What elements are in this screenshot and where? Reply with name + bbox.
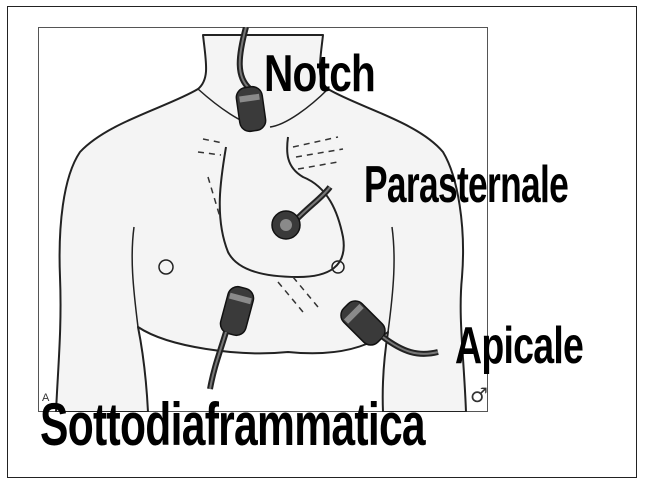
label-sottodiaframmatica: Sottodiaframmatica — [40, 390, 425, 459]
label-parasternale: Parasternale — [364, 155, 568, 215]
label-apicale: Apicale — [455, 316, 583, 376]
label-notch: Notch — [264, 44, 375, 104]
male-symbol-icon: ♂ — [470, 383, 488, 407]
torso-illustration — [38, 27, 488, 412]
